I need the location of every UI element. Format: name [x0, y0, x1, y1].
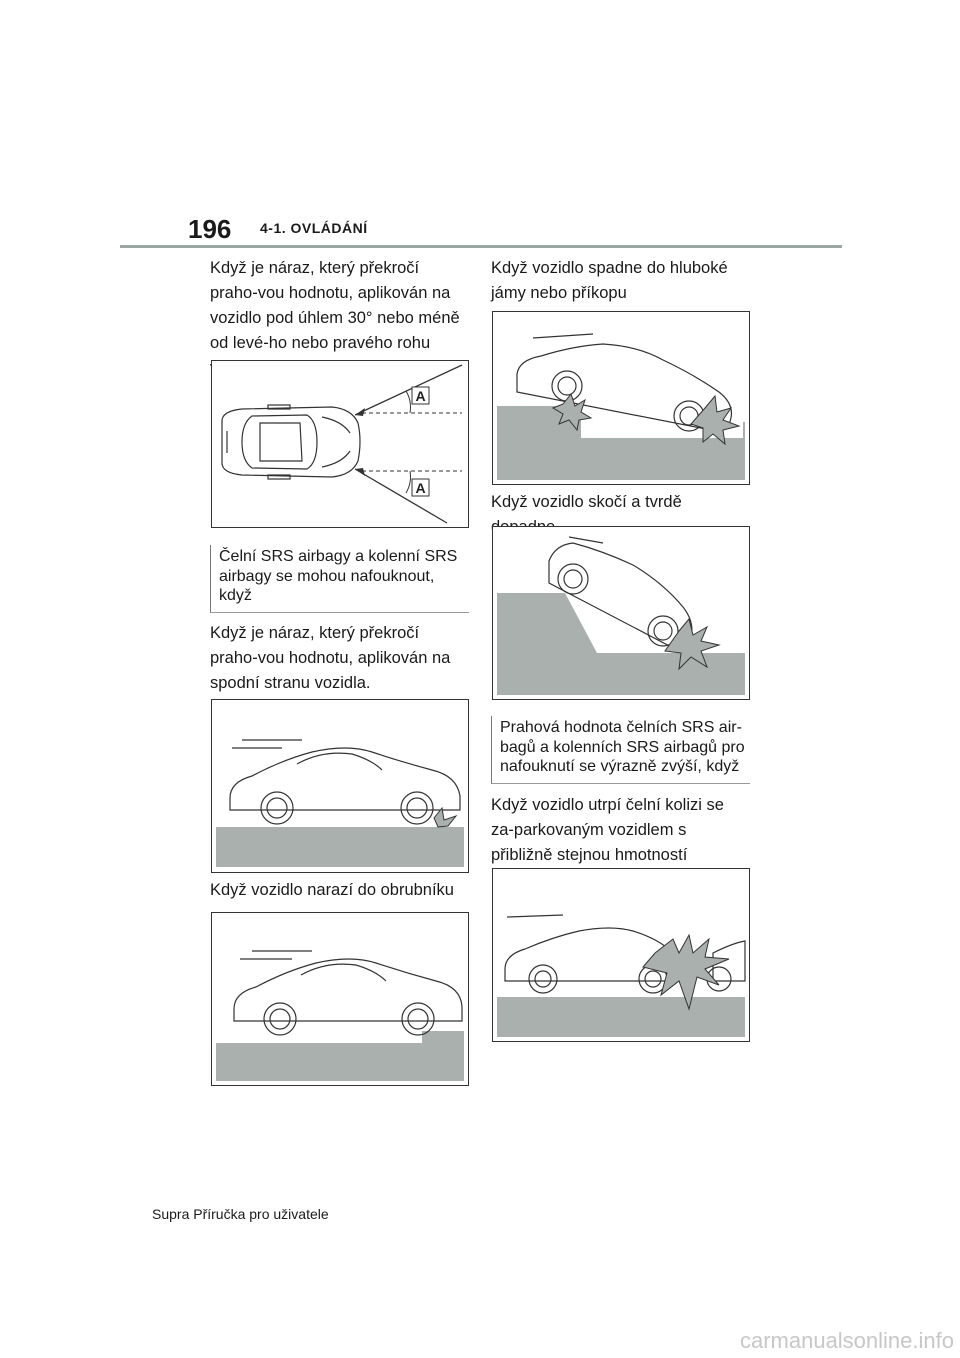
footer-text: Supra Příručka pro uživatele	[152, 1206, 329, 1222]
section-title: 4-1. OVLÁDÁNÍ	[260, 220, 368, 236]
angle-label-a-bottom: A	[415, 480, 425, 496]
note-airbags-inflate: Čelní SRS airbagy a kolenní SRS airbagy …	[210, 545, 469, 613]
right-paragraph-1: Když vozidlo spadne do hluboké jámy nebo…	[491, 259, 728, 302]
angle-label-a-top: A	[415, 388, 425, 404]
note-threshold-increase: Prahová hodnota čelních SRS air-bagů a k…	[491, 716, 750, 784]
left-paragraph-2: Když je náraz, který překročí praho-vou …	[210, 624, 451, 692]
figure-jump-landing	[492, 526, 750, 700]
figure-frontal-collision	[492, 868, 750, 1042]
figure-fall-into-ditch	[492, 311, 750, 485]
watermark: carmanualsonline.info	[739, 1328, 954, 1353]
header-rule	[120, 245, 842, 248]
left-paragraph-1: Když je náraz, který překročí praho-vou …	[210, 259, 460, 377]
left-caption-curb: Když vozidlo narazí do obrubníku	[210, 881, 454, 899]
page-number: 196	[188, 214, 232, 244]
figure-curb-impact	[211, 912, 469, 1086]
right-paragraph-3: Když vozidlo utrpí čelní kolizi se za-pa…	[491, 796, 724, 864]
figure-underside-impact	[211, 699, 469, 873]
figure-top-view-angle: A A	[211, 360, 469, 528]
